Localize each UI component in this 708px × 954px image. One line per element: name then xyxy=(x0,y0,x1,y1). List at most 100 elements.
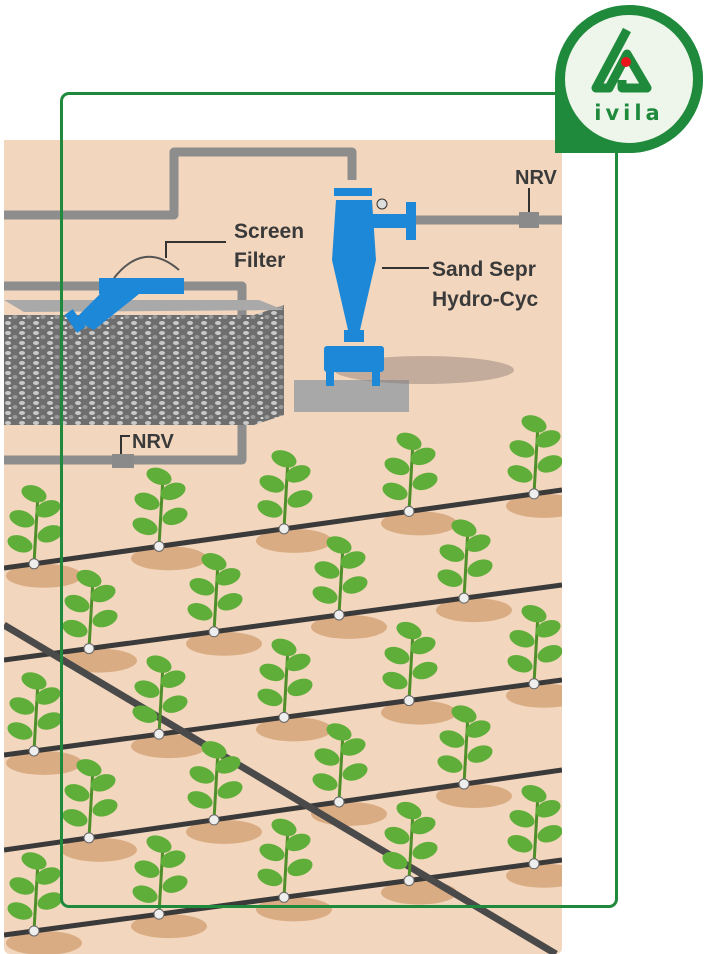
plant-leaf xyxy=(201,553,227,571)
emitter xyxy=(528,858,540,870)
plant-leaf xyxy=(160,850,186,868)
plant-leaf xyxy=(7,902,33,920)
plant-leaf xyxy=(132,705,158,723)
plant-leaf xyxy=(509,810,535,828)
plant-leaf xyxy=(521,605,547,623)
plant-leaf xyxy=(9,697,35,715)
wet-soil-patch xyxy=(6,750,82,775)
plant-leaf xyxy=(326,536,352,554)
plant-leaf xyxy=(64,784,90,802)
plant-stem xyxy=(87,578,95,649)
plant-leaf xyxy=(271,450,297,468)
plant-leaf xyxy=(37,712,63,730)
wet-soil-patch xyxy=(131,546,207,571)
label-nrv-top: NRV xyxy=(515,167,558,189)
plant-leaf xyxy=(160,482,186,501)
plant-leaf xyxy=(162,507,188,526)
main-pipe xyxy=(4,147,357,220)
label-screen-filter-1: Screen xyxy=(234,220,304,243)
plant-leaf xyxy=(396,801,422,820)
emitter xyxy=(278,711,290,723)
plant-leaf xyxy=(160,670,186,688)
emitter xyxy=(403,875,415,887)
plant-leaf xyxy=(314,561,340,579)
plant-leaf xyxy=(535,800,561,818)
emitter xyxy=(278,891,290,903)
plant-stem xyxy=(407,630,415,701)
plant-leaf xyxy=(9,510,35,528)
plant-leaf xyxy=(439,544,465,562)
wet-soil-patch xyxy=(256,717,332,742)
plant-leaf xyxy=(537,455,562,473)
plant-leaf xyxy=(62,809,88,827)
ivila-logo: ivila xyxy=(552,2,706,156)
plant-leaf xyxy=(37,525,63,543)
plant-leaf xyxy=(21,485,47,503)
plant-leaf xyxy=(410,816,436,835)
emitter xyxy=(458,592,470,604)
plant-leaf xyxy=(287,490,313,508)
plant-leaf xyxy=(342,576,368,594)
plant-leaf xyxy=(271,638,297,657)
plant-leaf xyxy=(146,835,172,853)
plant-leaf xyxy=(37,892,63,910)
plant-leaf xyxy=(410,447,436,466)
plant-leaf xyxy=(314,748,340,766)
plant-leaf xyxy=(76,569,102,588)
logo-mark-icon xyxy=(591,27,652,93)
emitter xyxy=(528,678,540,690)
plant-leaf xyxy=(132,517,158,536)
wet-soil-patch xyxy=(256,528,332,553)
plant-leaf xyxy=(257,500,283,518)
plant-leaf xyxy=(146,467,172,486)
plant-leaf xyxy=(215,756,241,774)
plant-leaf xyxy=(439,730,465,748)
plant-stem xyxy=(212,749,220,820)
plant-leaf xyxy=(187,791,213,809)
plant-stem xyxy=(32,680,40,752)
plant-leaf xyxy=(217,593,243,611)
emitter xyxy=(403,505,415,517)
drip-field xyxy=(4,415,562,954)
plant-leaf xyxy=(382,851,408,870)
wet-soil-patch xyxy=(186,631,262,656)
plant-leaf xyxy=(326,723,352,741)
emitter xyxy=(28,558,40,570)
screen-filter xyxy=(64,255,184,333)
plant-leaf xyxy=(410,636,436,655)
logo-text: ivila xyxy=(594,101,663,125)
logo-red-dot-icon xyxy=(621,57,631,67)
plant-leaf xyxy=(134,492,160,511)
plant-leaf xyxy=(217,781,243,799)
plant-leaf xyxy=(62,619,88,638)
plant-leaf xyxy=(507,835,533,853)
wet-soil-patch xyxy=(61,837,137,862)
plant-leaf xyxy=(396,432,422,451)
plant-leaf xyxy=(509,630,535,648)
plant-stem xyxy=(212,561,220,632)
label-sand-separator-1: Sand Sepr xyxy=(432,258,536,281)
plant-leaf xyxy=(451,705,477,723)
plant-stem xyxy=(462,528,470,599)
plant-leaf xyxy=(312,773,338,791)
plant-leaf xyxy=(134,680,160,698)
plant-leaf xyxy=(342,763,368,781)
plant-leaf xyxy=(384,826,410,845)
gravel-filter-tank xyxy=(4,300,284,425)
plant-leaf xyxy=(259,475,285,493)
label-screen-filter-2: Filter xyxy=(234,249,285,272)
emitter xyxy=(153,540,165,552)
cyclone-base-slab xyxy=(294,380,409,412)
wet-soil-patch xyxy=(131,914,207,939)
plant-stem xyxy=(532,613,540,684)
plant-leaf xyxy=(134,860,160,878)
plant-leaf xyxy=(92,799,118,817)
plant-leaf xyxy=(537,645,562,663)
emitter xyxy=(278,523,290,535)
emitter xyxy=(153,908,165,920)
plant-leaf xyxy=(9,877,35,895)
plant-leaf xyxy=(7,722,33,740)
plant-stem xyxy=(282,827,290,898)
plant-leaf xyxy=(201,741,227,759)
plant-stem xyxy=(407,441,415,512)
